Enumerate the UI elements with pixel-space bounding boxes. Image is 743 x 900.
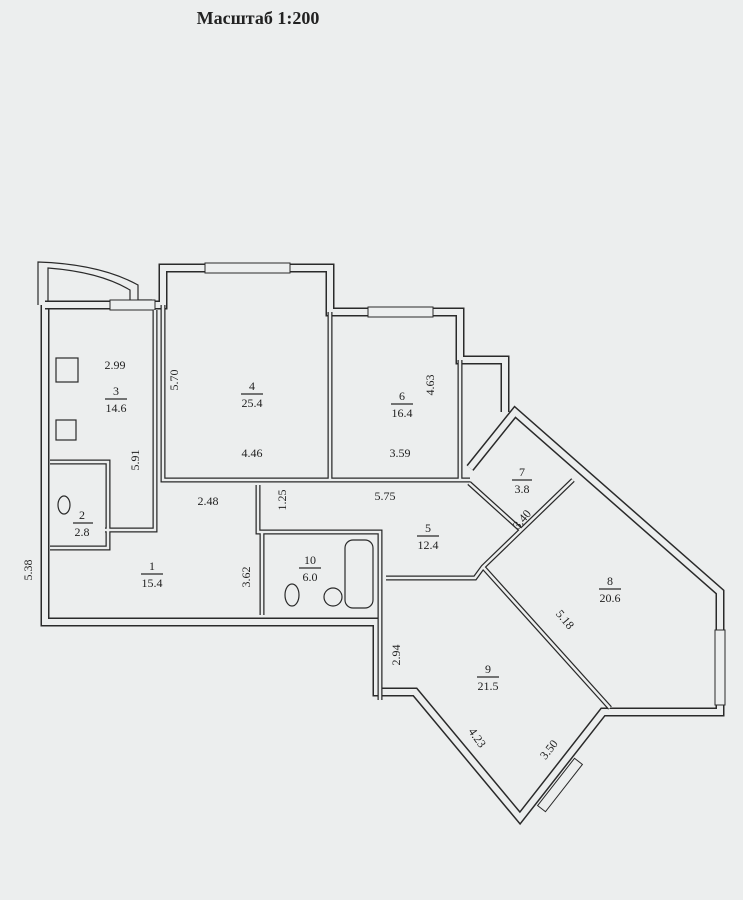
- svg-text:2.8: 2.8: [75, 525, 90, 539]
- room-8: 820.6: [599, 574, 621, 605]
- room-9: 921.5: [477, 662, 499, 693]
- dimension: 3.59: [390, 446, 411, 460]
- room-labels: 115.4 22.8 314.6 425.4 512.4 616.4 73.8 …: [73, 379, 621, 693]
- dimension: 5.91: [128, 450, 142, 471]
- dimension: 2.48: [198, 494, 219, 508]
- room-6: 616.4: [391, 389, 413, 420]
- svg-text:5: 5: [425, 521, 431, 535]
- dimension: 3.50: [537, 737, 561, 762]
- walls: [37, 261, 726, 826]
- window: [204, 262, 291, 274]
- scale-title: Масштаб 1:200: [197, 8, 320, 28]
- dimension: 4.63: [423, 375, 437, 396]
- toilet-icon: [57, 495, 71, 515]
- svg-text:3: 3: [113, 384, 119, 398]
- dimension: 5.70: [167, 370, 181, 391]
- svg-text:6.0: 6.0: [303, 570, 318, 584]
- balcony: [37, 261, 152, 305]
- dimension: 5.75: [375, 489, 396, 503]
- room-4: 425.4: [241, 379, 263, 410]
- dimension: 3.40: [510, 507, 534, 532]
- window: [714, 629, 726, 706]
- svg-text:9: 9: [485, 662, 491, 676]
- dimension: 4.23: [466, 725, 490, 750]
- svg-text:10: 10: [304, 553, 316, 567]
- svg-text:12.4: 12.4: [418, 538, 439, 552]
- dimension: 5.38: [21, 560, 35, 581]
- fixtures: [55, 357, 374, 609]
- bathtub-icon: [344, 539, 374, 609]
- svg-text:4: 4: [249, 379, 255, 393]
- svg-text:2: 2: [79, 508, 85, 522]
- svg-text:20.6: 20.6: [600, 591, 621, 605]
- window: [367, 306, 434, 318]
- dimension: 2.99: [105, 358, 126, 372]
- room-1: 115.4: [141, 559, 163, 590]
- dimension: 1.25: [275, 490, 289, 511]
- dimension: 3.62: [239, 567, 253, 588]
- svg-text:14.6: 14.6: [106, 401, 127, 415]
- svg-text:7: 7: [519, 465, 525, 479]
- dimension: 4.46: [242, 446, 263, 460]
- room-3: 314.6: [105, 384, 127, 415]
- room-7: 73.8: [512, 465, 532, 496]
- svg-text:16.4: 16.4: [392, 406, 413, 420]
- stove-icon: [55, 357, 79, 383]
- washbasin-icon: [323, 587, 343, 607]
- svg-text:25.4: 25.4: [242, 396, 263, 410]
- svg-text:1: 1: [149, 559, 155, 573]
- room-10: 106.0: [299, 553, 321, 584]
- sink-icon: [55, 419, 77, 441]
- toilet-icon: [284, 583, 300, 607]
- room-5: 512.4: [417, 521, 439, 552]
- window: [109, 299, 156, 311]
- svg-text:6: 6: [399, 389, 405, 403]
- interior-walls: [50, 305, 612, 710]
- dimension: 5.18: [553, 607, 577, 632]
- window: [536, 757, 584, 813]
- svg-text:21.5: 21.5: [478, 679, 499, 693]
- svg-text:15.4: 15.4: [142, 576, 163, 590]
- svg-text:8: 8: [607, 574, 613, 588]
- svg-text:3.8: 3.8: [515, 482, 530, 496]
- dimension: 2.94: [389, 645, 403, 666]
- room-2: 22.8: [73, 508, 93, 539]
